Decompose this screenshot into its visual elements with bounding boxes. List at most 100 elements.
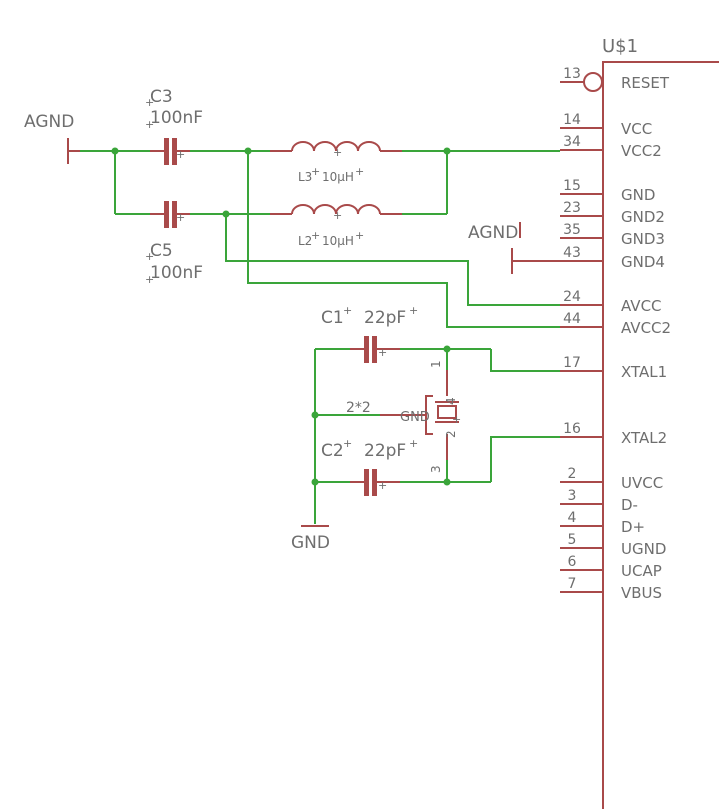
pin-number: 23: [563, 200, 581, 216]
crystal-pin4: 4: [444, 397, 458, 405]
pin-number: 5: [568, 532, 577, 548]
pin-label: VCC: [621, 120, 652, 138]
pin-label: UCAP: [621, 562, 662, 580]
svg-text:+: +: [343, 304, 352, 317]
crystal-name: 2*2: [346, 400, 371, 416]
svg-text:+: +: [378, 346, 387, 359]
agnd-left-label: AGND: [24, 112, 74, 132]
c5-value: 100nF: [150, 263, 203, 283]
pin-label: GND: [621, 186, 655, 204]
svg-text:+: +: [145, 96, 154, 109]
c5-name: C5: [150, 241, 173, 261]
pin-number: 14: [563, 112, 581, 128]
c2-value: 22pF: [364, 441, 406, 461]
pin-number: 6: [568, 554, 577, 570]
svg-text:+: +: [333, 146, 342, 159]
pin-number: 34: [563, 134, 581, 150]
chip-name: U$1: [602, 36, 638, 57]
crystal-gnd-label: GND: [400, 410, 430, 425]
c2-name: C2: [321, 441, 344, 461]
svg-text:+: +: [378, 479, 387, 492]
c3-name: C3: [150, 87, 173, 107]
pin-number: 13: [563, 66, 581, 82]
svg-text:+: +: [409, 304, 418, 317]
junctions-xtal: [311, 345, 451, 486]
inductor-l3[interactable]: L3 10µH + + +: [270, 141, 402, 184]
pin-label: XTAL1: [621, 363, 667, 381]
svg-text:+: +: [176, 148, 185, 161]
junctions-vcc: [111, 147, 451, 218]
pin-label: D-: [621, 496, 638, 514]
crystal-pin2: 2: [444, 430, 458, 438]
pin-number: 7: [568, 576, 577, 592]
crystal-resonator[interactable]: 2*2 GND 1 2 3 4 +: [346, 360, 461, 473]
pin-number: 2: [568, 466, 577, 482]
pin-label: VCC2: [621, 142, 662, 160]
svg-text:+: +: [355, 229, 364, 242]
capacitor-c3[interactable]: C3 100nF + + +: [145, 87, 203, 165]
pin-number: 16: [563, 421, 581, 437]
l2-value: 10µH: [322, 234, 354, 248]
inverted-pin-bubble: [583, 72, 603, 92]
crystal-pin1: 1: [429, 360, 443, 368]
svg-text:+: +: [409, 437, 418, 450]
pin-label: UVCC: [621, 474, 663, 492]
pin-number: 24: [563, 289, 581, 305]
crystal-pin3: 3: [429, 465, 443, 473]
l3-value: 10µH: [322, 170, 354, 184]
svg-text:+: +: [355, 165, 364, 178]
inductor-l2[interactable]: L2 10µH + + +: [270, 204, 402, 248]
gnd-bottom-symbol: GND: [291, 525, 330, 553]
pin-number: 4: [568, 510, 577, 526]
svg-text:+: +: [452, 413, 461, 426]
agnd-left-symbol: AGND: [24, 112, 80, 164]
svg-text:+: +: [145, 273, 154, 286]
svg-text:+: +: [311, 165, 320, 178]
pin-label: AVCC: [621, 297, 662, 315]
pin-label: XTAL2: [621, 429, 667, 447]
gnd-bottom-label: GND: [291, 533, 330, 553]
capacitor-c2[interactable]: C2 22pF + + +: [321, 437, 418, 496]
pin-number: 43: [563, 245, 581, 261]
l3-name: L3: [298, 170, 312, 184]
pin-number: 35: [563, 222, 581, 238]
capacitor-c5[interactable]: C5 100nF + + +: [145, 201, 203, 286]
capacitor-c1[interactable]: C1 22pF + + +: [321, 304, 418, 363]
c3-value: 100nF: [150, 108, 203, 128]
pin-number: 44: [563, 311, 581, 327]
c1-value: 22pF: [364, 308, 406, 328]
pin-label: GND2: [621, 208, 665, 226]
pin-label: GND3: [621, 230, 665, 248]
pin-label: UGND: [621, 540, 666, 558]
pin-label: RESET: [621, 74, 670, 92]
agnd-right-label: AGND: [468, 223, 518, 243]
pin-number: 17: [563, 355, 581, 371]
l2-name: L2: [298, 234, 312, 248]
pin-number: 15: [563, 178, 581, 194]
svg-text:+: +: [145, 250, 154, 263]
wire-net-xtal: [314, 348, 560, 524]
svg-text:+: +: [343, 437, 352, 450]
svg-text:+: +: [145, 118, 154, 131]
pin-label: VBUS: [621, 584, 662, 602]
